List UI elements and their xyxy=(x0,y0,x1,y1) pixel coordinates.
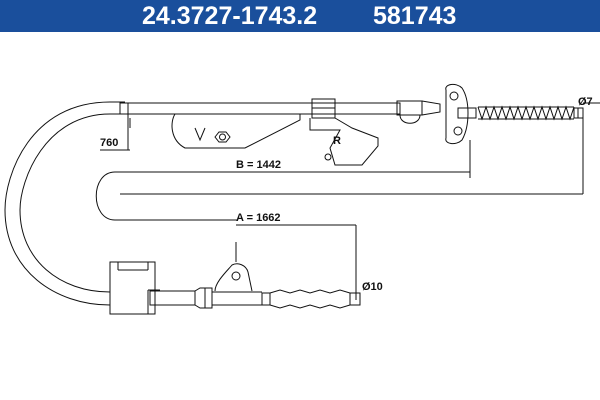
dia-7-label: Ø7 xyxy=(578,96,593,108)
cable-outer-wall xyxy=(4,101,125,306)
dim-a-label: A = 1662 xyxy=(236,212,281,224)
flange-hole-bottom xyxy=(453,126,463,136)
part-number: 24.3727-1743.2 xyxy=(142,2,318,30)
dia-10-label: Ø10 xyxy=(362,281,383,293)
upper-sleeve xyxy=(119,102,401,115)
upper-spring xyxy=(477,105,575,121)
reference-number: 581743 xyxy=(373,2,457,30)
side-mark-r: R xyxy=(333,135,341,147)
dim-b-label: B = 1442 xyxy=(236,159,281,171)
r-bracket xyxy=(309,117,379,166)
lower-boot xyxy=(269,289,351,309)
lower-clamp xyxy=(109,261,156,315)
bracket-nut-icon xyxy=(214,131,231,143)
dim-760-label: 760 xyxy=(100,137,118,149)
header-bar: 24.3727-1743.2 581743 xyxy=(0,0,600,32)
mounting-flange xyxy=(445,83,469,145)
flange-hole-top xyxy=(449,91,459,101)
upper-bracket xyxy=(171,113,301,149)
cable-inner-loop xyxy=(95,171,470,221)
lower-bracket xyxy=(214,263,253,292)
upper-ferrule xyxy=(396,100,423,116)
lower-sleeve xyxy=(149,290,196,306)
lower-end-nipple xyxy=(349,292,361,306)
lower-ferrule xyxy=(194,287,213,309)
cable-inner-wall xyxy=(19,113,125,293)
